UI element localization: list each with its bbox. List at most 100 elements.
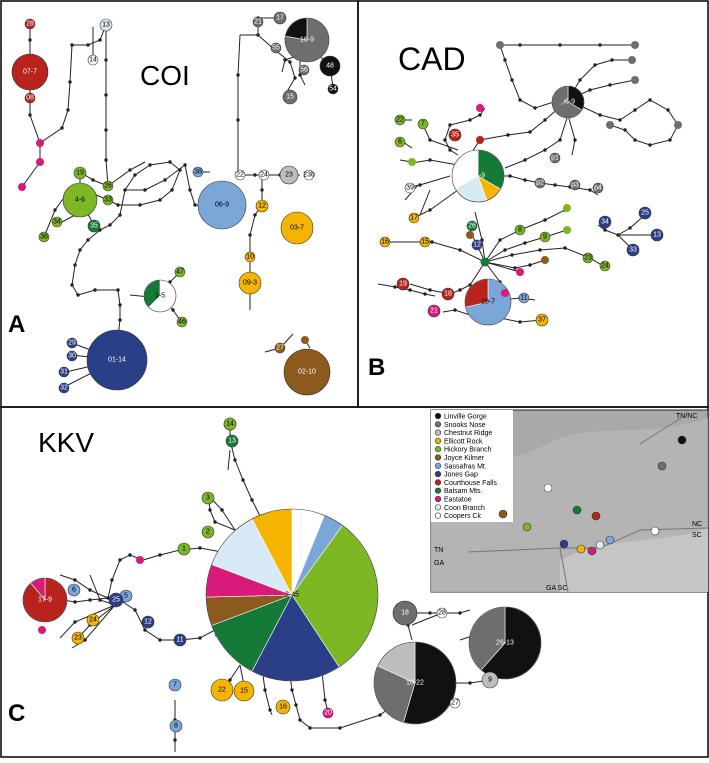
mutation-step-dot bbox=[188, 188, 192, 192]
edge bbox=[484, 207, 568, 263]
mutation-step-dot bbox=[393, 285, 397, 289]
node-outline bbox=[451, 149, 505, 203]
haplotype-label: 26-13 bbox=[496, 640, 514, 647]
mutation-step-dot bbox=[618, 118, 622, 122]
node-slice bbox=[419, 236, 431, 248]
haplotype-label: 5 bbox=[124, 593, 128, 600]
haplotype-label: 23 bbox=[285, 172, 293, 179]
mutation-step-dot bbox=[91, 178, 95, 182]
node-slice bbox=[51, 216, 63, 228]
mutation-step-dot bbox=[478, 113, 482, 117]
haplotype-label: p3 bbox=[571, 182, 579, 189]
edge bbox=[39, 24, 107, 144]
haplotype-node-minor bbox=[476, 104, 484, 112]
mutation-step-dot bbox=[73, 263, 77, 267]
legend-swatch bbox=[434, 412, 442, 420]
mutation-step-dot bbox=[268, 708, 272, 712]
mutation-step-dot bbox=[104, 58, 108, 62]
node-slice bbox=[283, 348, 331, 396]
node-slice bbox=[234, 169, 246, 181]
mutation-step-dot bbox=[443, 138, 447, 142]
haplotype-node-23: 23 bbox=[71, 631, 85, 645]
haplotype-label: 37 bbox=[538, 317, 546, 324]
mutation-step-dot bbox=[558, 138, 562, 142]
haplotype-label: 26 bbox=[104, 183, 112, 190]
haplotype-node-minor bbox=[556, 96, 564, 104]
haplotype-node-26: 26 bbox=[102, 180, 114, 192]
haplotype-node-7: 7 bbox=[168, 678, 182, 692]
node-outline bbox=[284, 17, 330, 63]
node-slice bbox=[176, 316, 188, 328]
haplotype-node-6: 6 bbox=[394, 136, 406, 148]
legend-swatch bbox=[434, 471, 442, 478]
haplotype-node-33: 33 bbox=[626, 243, 640, 257]
mutation-step-dot bbox=[503, 58, 507, 62]
node-slice bbox=[58, 382, 70, 394]
map-label-tn: TN bbox=[434, 547, 443, 554]
mutation-step-dot bbox=[86, 43, 90, 47]
haplotype-node-32: 32 bbox=[58, 382, 70, 394]
haplotype-node-minor bbox=[516, 268, 524, 276]
haplotype-label: 18 bbox=[401, 610, 409, 617]
haplotype-node-21: 21 bbox=[252, 16, 264, 28]
haplotype-node-33: 33 bbox=[102, 194, 114, 206]
node-slice bbox=[102, 194, 114, 206]
haplotype-node-9: 9 bbox=[481, 671, 499, 689]
mutation-step-dot bbox=[430, 240, 434, 244]
mutation-step-dot bbox=[506, 133, 510, 137]
haplotype-node-18: 18 bbox=[392, 600, 418, 626]
node-slice bbox=[86, 613, 100, 627]
haplotype-label: 56 bbox=[300, 67, 308, 74]
haplotype-label: 19 bbox=[76, 170, 84, 177]
edge bbox=[411, 612, 443, 626]
haplotype-label: 24 bbox=[601, 263, 609, 270]
haplotype-label: 25 bbox=[641, 210, 649, 217]
panel-c-letter: C bbox=[8, 700, 25, 727]
haplotype-node-28: 28 bbox=[24, 18, 36, 30]
haplotype-node-17: 17 bbox=[408, 212, 420, 224]
mutation-step-dot bbox=[28, 38, 32, 42]
haplotype-node-36: 36 bbox=[38, 231, 50, 243]
node-slice bbox=[404, 182, 416, 194]
haplotype-node-47: 47 bbox=[174, 266, 186, 278]
mutation-step-dot bbox=[208, 508, 212, 512]
haplotype-node-p4: p4 bbox=[592, 182, 604, 194]
node-slice bbox=[319, 55, 341, 77]
haplotype-node-09-3: 09-3 bbox=[238, 271, 262, 295]
mutation-step-dot bbox=[248, 233, 252, 237]
node-slice bbox=[598, 215, 612, 229]
haplotype-label: 46 bbox=[178, 319, 186, 326]
haplotype-node-minor bbox=[466, 231, 474, 239]
haplotype-node-minor bbox=[301, 336, 309, 344]
networks: 07-74-606-916-903-709-31-501-1402-104823… bbox=[11, 11, 682, 752]
mutation-step-dot bbox=[253, 213, 257, 217]
node-slice bbox=[481, 671, 499, 689]
haplotype-node-27: 27 bbox=[449, 697, 461, 709]
node-slice bbox=[177, 542, 191, 556]
haplotype-label: 10-7 bbox=[481, 299, 495, 306]
mutation-step-dot bbox=[603, 228, 607, 232]
mutation-step-dot bbox=[578, 78, 582, 82]
haplotype-node-55: 55 bbox=[270, 42, 282, 54]
mutation-step-dot bbox=[133, 173, 137, 177]
mutation-step-dot bbox=[143, 188, 147, 192]
haplotype-label: 34 bbox=[601, 219, 609, 226]
mutation-step-dot bbox=[73, 620, 77, 624]
node-slice bbox=[270, 42, 282, 54]
haplotype-node-54: 54 bbox=[327, 83, 339, 95]
map-site-marker bbox=[543, 483, 553, 493]
node-slice bbox=[599, 260, 611, 272]
haplotype-node-minor bbox=[496, 41, 504, 49]
map-legend-box bbox=[431, 410, 513, 522]
legend-label: Eastatoe bbox=[444, 497, 472, 504]
mutation-step-dot bbox=[168, 160, 172, 164]
haplotype-node-17: 17 bbox=[273, 11, 287, 25]
haplotype-label: 10 bbox=[246, 254, 254, 261]
panel-a-letter: A bbox=[8, 311, 25, 338]
node-slice bbox=[238, 271, 262, 295]
haplotype-node-minor bbox=[631, 41, 639, 49]
haplotype-node-19: 19 bbox=[73, 166, 87, 180]
